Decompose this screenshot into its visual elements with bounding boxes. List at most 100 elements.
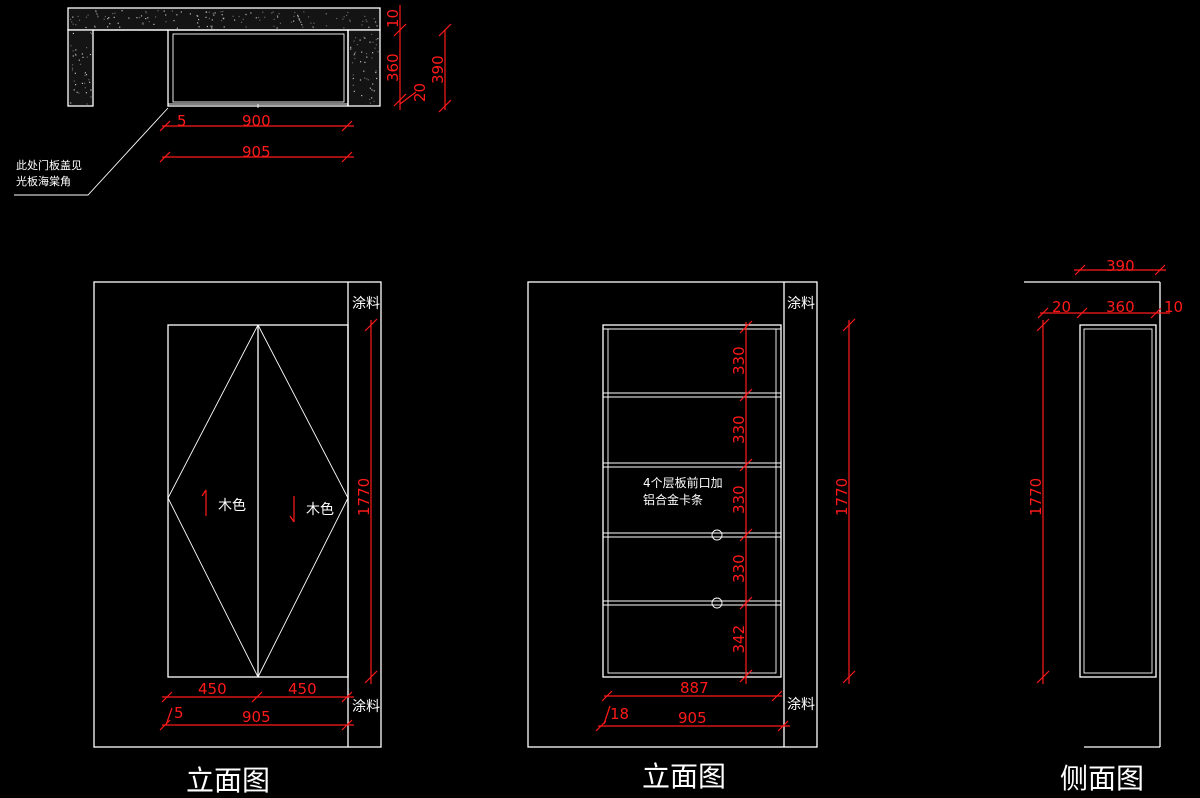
wall-speckle <box>89 32 92 34</box>
wall-speckle <box>145 12 147 14</box>
wall-speckle <box>362 20 364 22</box>
wall-speckle <box>349 19 351 21</box>
side-dim-tick <box>1076 307 1088 319</box>
shelf-dim-4: 330 <box>730 554 748 583</box>
wall-speckle <box>96 12 98 15</box>
wall-speckle <box>375 71 377 74</box>
wall-speckle <box>94 25 96 27</box>
wall-speckle <box>297 14 299 16</box>
wall-speckle <box>189 13 191 15</box>
wall-speckle <box>78 92 80 94</box>
plan-note-leader <box>14 107 169 196</box>
wall-speckle <box>373 90 375 92</box>
shelf-dim-tick <box>739 458 753 472</box>
wall-speckle <box>293 20 295 22</box>
shelf-knob-upper <box>711 529 723 541</box>
wall-speckle <box>84 82 86 84</box>
wall-speckle <box>336 17 338 20</box>
wall-speckle <box>198 19 200 21</box>
wall-speckle <box>208 11 210 13</box>
wall-speckle <box>171 10 173 12</box>
door-dim-height: 1770 <box>355 478 373 516</box>
wall-speckle <box>376 77 378 80</box>
wall-speckle <box>342 18 344 20</box>
wall-speckle <box>71 21 73 23</box>
wall-speckle <box>372 83 374 85</box>
plan-dim-tick <box>159 120 171 132</box>
wall-speckle <box>75 49 77 51</box>
door-elevation: 木色 木色 涂料 涂料 1770 450 450 5 905 立面图 <box>93 281 382 797</box>
wall-speckle <box>377 38 379 40</box>
wall-speckle <box>165 21 167 23</box>
wall-speckle <box>325 13 327 15</box>
door-dim-5: 5 <box>174 704 184 722</box>
door-dim-tick <box>364 318 378 332</box>
wall-speckle <box>197 15 199 17</box>
shelf-dim-1: 330 <box>730 346 748 375</box>
wall-speckle <box>74 53 76 55</box>
wall-speckle <box>294 11 296 14</box>
wall-speckle <box>89 53 92 56</box>
wall-speckle <box>70 102 72 104</box>
wall-speckle <box>176 14 178 16</box>
plan-dim-5: 5 <box>177 112 187 130</box>
shelf-dim-18: 18 <box>610 705 629 723</box>
wall-speckle <box>214 12 216 14</box>
wall-speckle <box>359 39 361 41</box>
side-dim-height: 1770 <box>1027 478 1045 516</box>
wall-speckle <box>73 80 75 82</box>
wall-speckle <box>277 16 279 18</box>
wall-speckle <box>369 87 371 89</box>
wall-speckle <box>349 20 351 22</box>
plan-dim-905: 905 <box>242 143 271 161</box>
plan-dim-leader <box>399 91 417 105</box>
side-dim-tick <box>1037 307 1049 319</box>
wall-speckle <box>303 11 305 13</box>
wall-speckle <box>82 56 84 58</box>
wall-speckle <box>81 82 83 84</box>
shelf-boards <box>603 392 781 606</box>
wall-speckle <box>211 27 213 29</box>
wall-speckle <box>89 81 91 83</box>
shelf-dim-tick <box>842 670 856 684</box>
wall-speckle <box>147 17 149 19</box>
wall-speckle <box>198 26 200 28</box>
wall-speckle <box>371 89 373 91</box>
wall-speckle <box>371 97 373 99</box>
wall-speckle <box>245 13 247 16</box>
wall-speckle <box>232 15 234 17</box>
wall-speckle <box>72 50 74 52</box>
wall-speckle <box>91 33 93 35</box>
wall-speckle <box>128 17 130 19</box>
wall-speckle <box>368 26 370 28</box>
shelf-dim-tick <box>771 690 783 702</box>
plan-wall-left <box>67 29 94 107</box>
wall-speckle <box>376 25 378 27</box>
wall-speckle <box>312 26 314 28</box>
wall-speckle <box>366 78 368 80</box>
wall-speckle <box>350 48 352 50</box>
wall-speckle <box>84 74 86 76</box>
wall-speckle <box>366 56 368 58</box>
plan-dim-tick <box>159 151 171 163</box>
wall-speckle <box>255 17 257 19</box>
wall-speckle <box>72 55 74 57</box>
shelf-paint-top: 涂料 <box>787 296 815 312</box>
wall-speckle <box>242 18 244 20</box>
wall-speckle <box>76 91 78 93</box>
wall-speckle <box>71 69 74 71</box>
wall-speckle <box>223 18 225 20</box>
wall-speckle <box>364 37 366 39</box>
plan-view: 10 360 390 20 5 900 905 此处门板盖见 光板海棠角 <box>14 5 452 196</box>
shelf-dim-leader <box>603 705 611 725</box>
wall-speckle <box>86 47 88 49</box>
shelf-dim-tick <box>739 669 753 683</box>
wall-speckle <box>212 12 214 14</box>
wall-speckle <box>250 12 252 14</box>
wall-speckle <box>375 70 377 72</box>
wall-speckle <box>346 14 348 16</box>
wall-speckle <box>298 19 301 21</box>
wall-speckle <box>108 17 110 19</box>
wall-speckle <box>72 32 74 35</box>
door-paint-bottom: 涂料 <box>352 699 380 715</box>
